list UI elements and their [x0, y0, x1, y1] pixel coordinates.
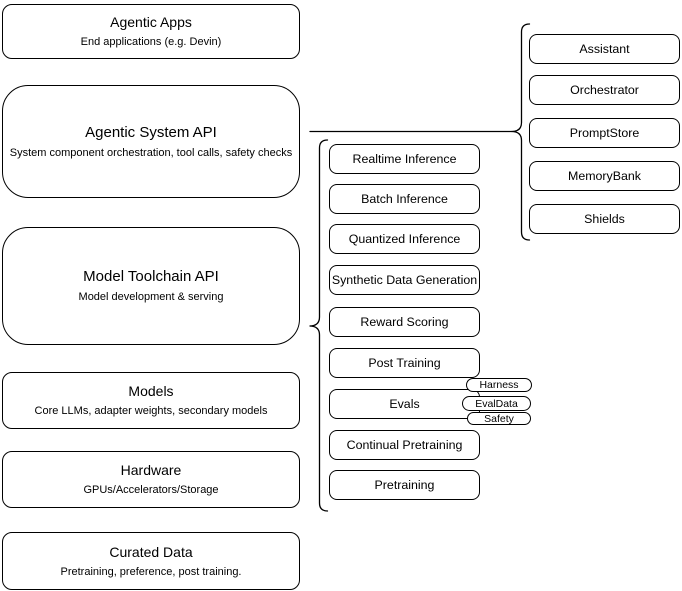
- node-curated-data: Curated Data Pretraining, preference, po…: [2, 532, 300, 590]
- node-subtitle: Core LLMs, adapter weights, secondary mo…: [34, 405, 268, 417]
- node-memorybank: MemoryBank: [529, 161, 680, 191]
- node-hardware: Hardware GPUs/Accelerators/Storage: [2, 451, 300, 508]
- node-realtime-inference: Realtime Inference: [329, 144, 480, 174]
- brace-right-column: [511, 23, 531, 241]
- pill-safety: Safety: [467, 412, 531, 425]
- node-orchestrator: Orchestrator: [529, 75, 680, 105]
- node-title: Model Toolchain API: [83, 268, 219, 285]
- node-promptstore: PromptStore: [529, 118, 680, 148]
- node-subtitle: End applications (e.g. Devin): [80, 36, 222, 48]
- node-pretraining: Pretraining: [329, 470, 480, 500]
- node-shields: Shields: [529, 204, 680, 234]
- node-quantized-inference: Quantized Inference: [329, 224, 480, 254]
- node-subtitle: System component orchestration, tool cal…: [9, 146, 293, 159]
- brace-middle-column: [309, 139, 329, 512]
- node-subtitle: GPUs/Accelerators/Storage: [83, 484, 219, 496]
- node-title: Agentic Apps: [110, 14, 192, 30]
- node-synthetic-data-generation: Synthetic Data Generation: [329, 265, 480, 295]
- node-model-toolchain-api: Model Toolchain API Model development & …: [2, 227, 300, 345]
- node-evals: Evals: [329, 389, 480, 419]
- node-models: Models Core LLMs, adapter weights, secon…: [2, 372, 300, 429]
- pill-evaldata: EvalData: [462, 396, 531, 411]
- node-batch-inference: Batch Inference: [329, 184, 480, 214]
- pill-harness: Harness: [466, 378, 532, 392]
- node-title: Agentic System API: [85, 123, 217, 141]
- node-agentic-apps: Agentic Apps End applications (e.g. Devi…: [2, 4, 300, 59]
- node-title: Models: [128, 383, 174, 399]
- node-title: Curated Data: [109, 543, 193, 560]
- node-post-training: Post Training: [329, 348, 480, 378]
- node-assistant: Assistant: [529, 34, 680, 64]
- node-agentic-system-api: Agentic System API System component orch…: [2, 85, 300, 198]
- node-subtitle: Pretraining, preference, post training.: [60, 565, 242, 578]
- node-subtitle: Model development & serving: [78, 291, 224, 303]
- node-title: Hardware: [120, 462, 182, 478]
- node-reward-scoring: Reward Scoring: [329, 307, 480, 337]
- node-continual-pretraining: Continual Pretraining: [329, 430, 480, 460]
